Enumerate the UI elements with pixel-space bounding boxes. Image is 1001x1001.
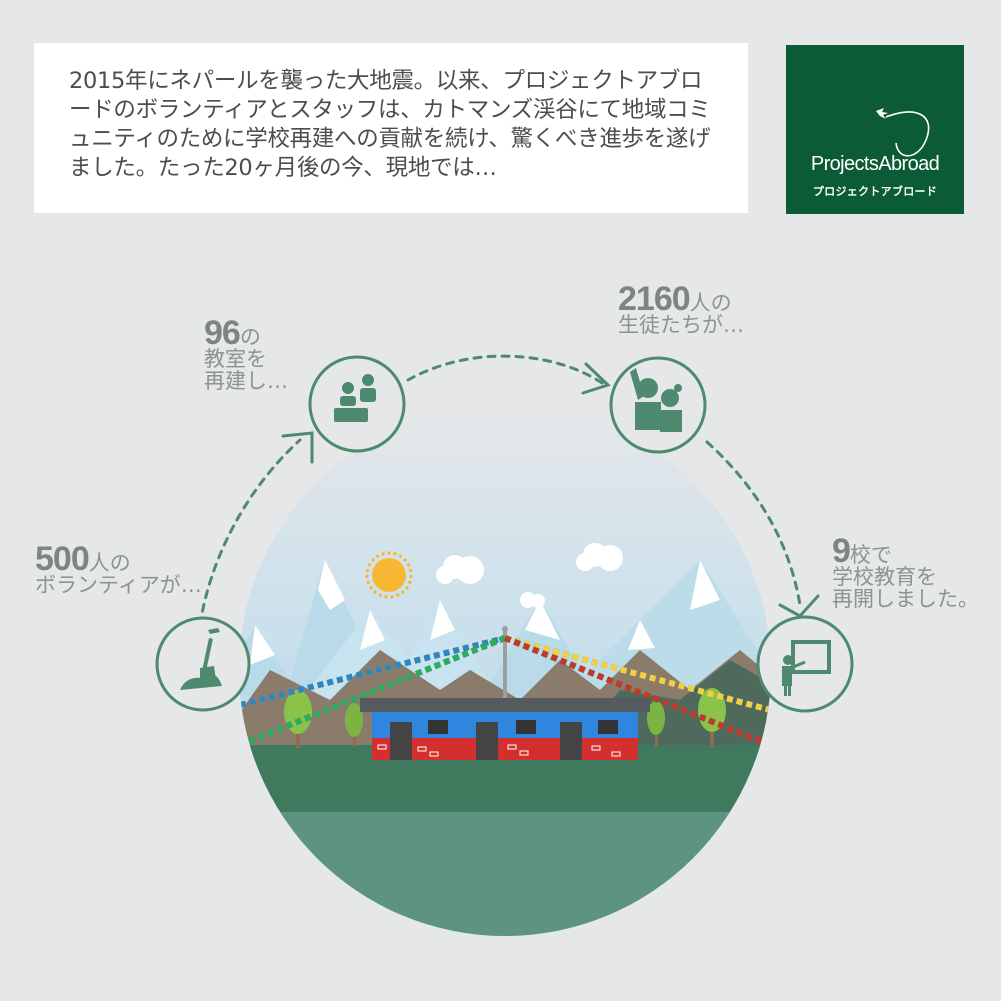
stat-classrooms-caption-1: 教室を	[204, 347, 267, 371]
intro-box: 2015年にネパールを襲った大地震。以来、プロジェクトアブロードのボランティアと…	[34, 43, 748, 213]
stat-students: 2160人の 生徒たちが…	[618, 282, 744, 337]
stat-volunteers: 500人の ボランティアが…	[35, 542, 202, 597]
scene-circle	[239, 404, 771, 936]
school-building	[360, 698, 650, 760]
classrooms-icon-circle	[308, 355, 406, 453]
stat-number-students: 2160	[618, 280, 691, 318]
stat-volunteers-caption: ボランティアが…	[35, 573, 202, 597]
intro-text: 2015年にネパールを襲った大地震。以来、プロジェクトアブロードのボランティアと…	[69, 68, 711, 181]
teacher-blackboard-icon	[782, 640, 831, 696]
stat-classrooms-caption-2: 再建し…	[204, 369, 288, 393]
clouds	[436, 543, 623, 608]
stat-students-unit: 人の	[689, 291, 732, 315]
shovel-icon	[180, 628, 222, 690]
logo-name: ProjectsAbroad	[810, 153, 940, 175]
stat-students-caption: 生徒たちが…	[618, 313, 744, 337]
stat-classrooms-unit: の	[239, 325, 261, 349]
projects-abroad-logo: ProjectsAbroad プロジェクトアブロード	[786, 45, 964, 214]
schools-icon-circle	[756, 615, 854, 713]
lower-ground	[239, 812, 771, 936]
logo-swoosh-icon	[876, 108, 930, 157]
stat-classrooms: 96の 教室を 再建し…	[204, 316, 288, 393]
stat-schools-caption-1: 学校教育を	[832, 565, 937, 589]
volunteers-icon-circle	[155, 616, 251, 712]
logo-subtitle: プロジェクトアブロード	[812, 185, 938, 198]
flag-pole	[503, 630, 507, 705]
cycle-arrows	[198, 354, 802, 627]
stat-number-schools: 9	[832, 532, 851, 570]
stat-number-classrooms: 96	[204, 314, 241, 352]
students-waving-icon	[630, 368, 682, 432]
classroom-desk-icon	[334, 374, 376, 422]
stat-schools-caption-2: 再開しました。	[832, 587, 979, 611]
stat-schools: 9校で 学校教育を 再開しました。	[832, 534, 979, 611]
stat-number-volunteers: 500	[35, 540, 90, 578]
stat-schools-unit: 校で	[849, 543, 892, 567]
stat-volunteers-unit: 人の	[88, 551, 131, 575]
students-icon-circle	[609, 356, 707, 454]
prayer-flags	[239, 635, 771, 748]
sun-icon	[365, 551, 413, 599]
